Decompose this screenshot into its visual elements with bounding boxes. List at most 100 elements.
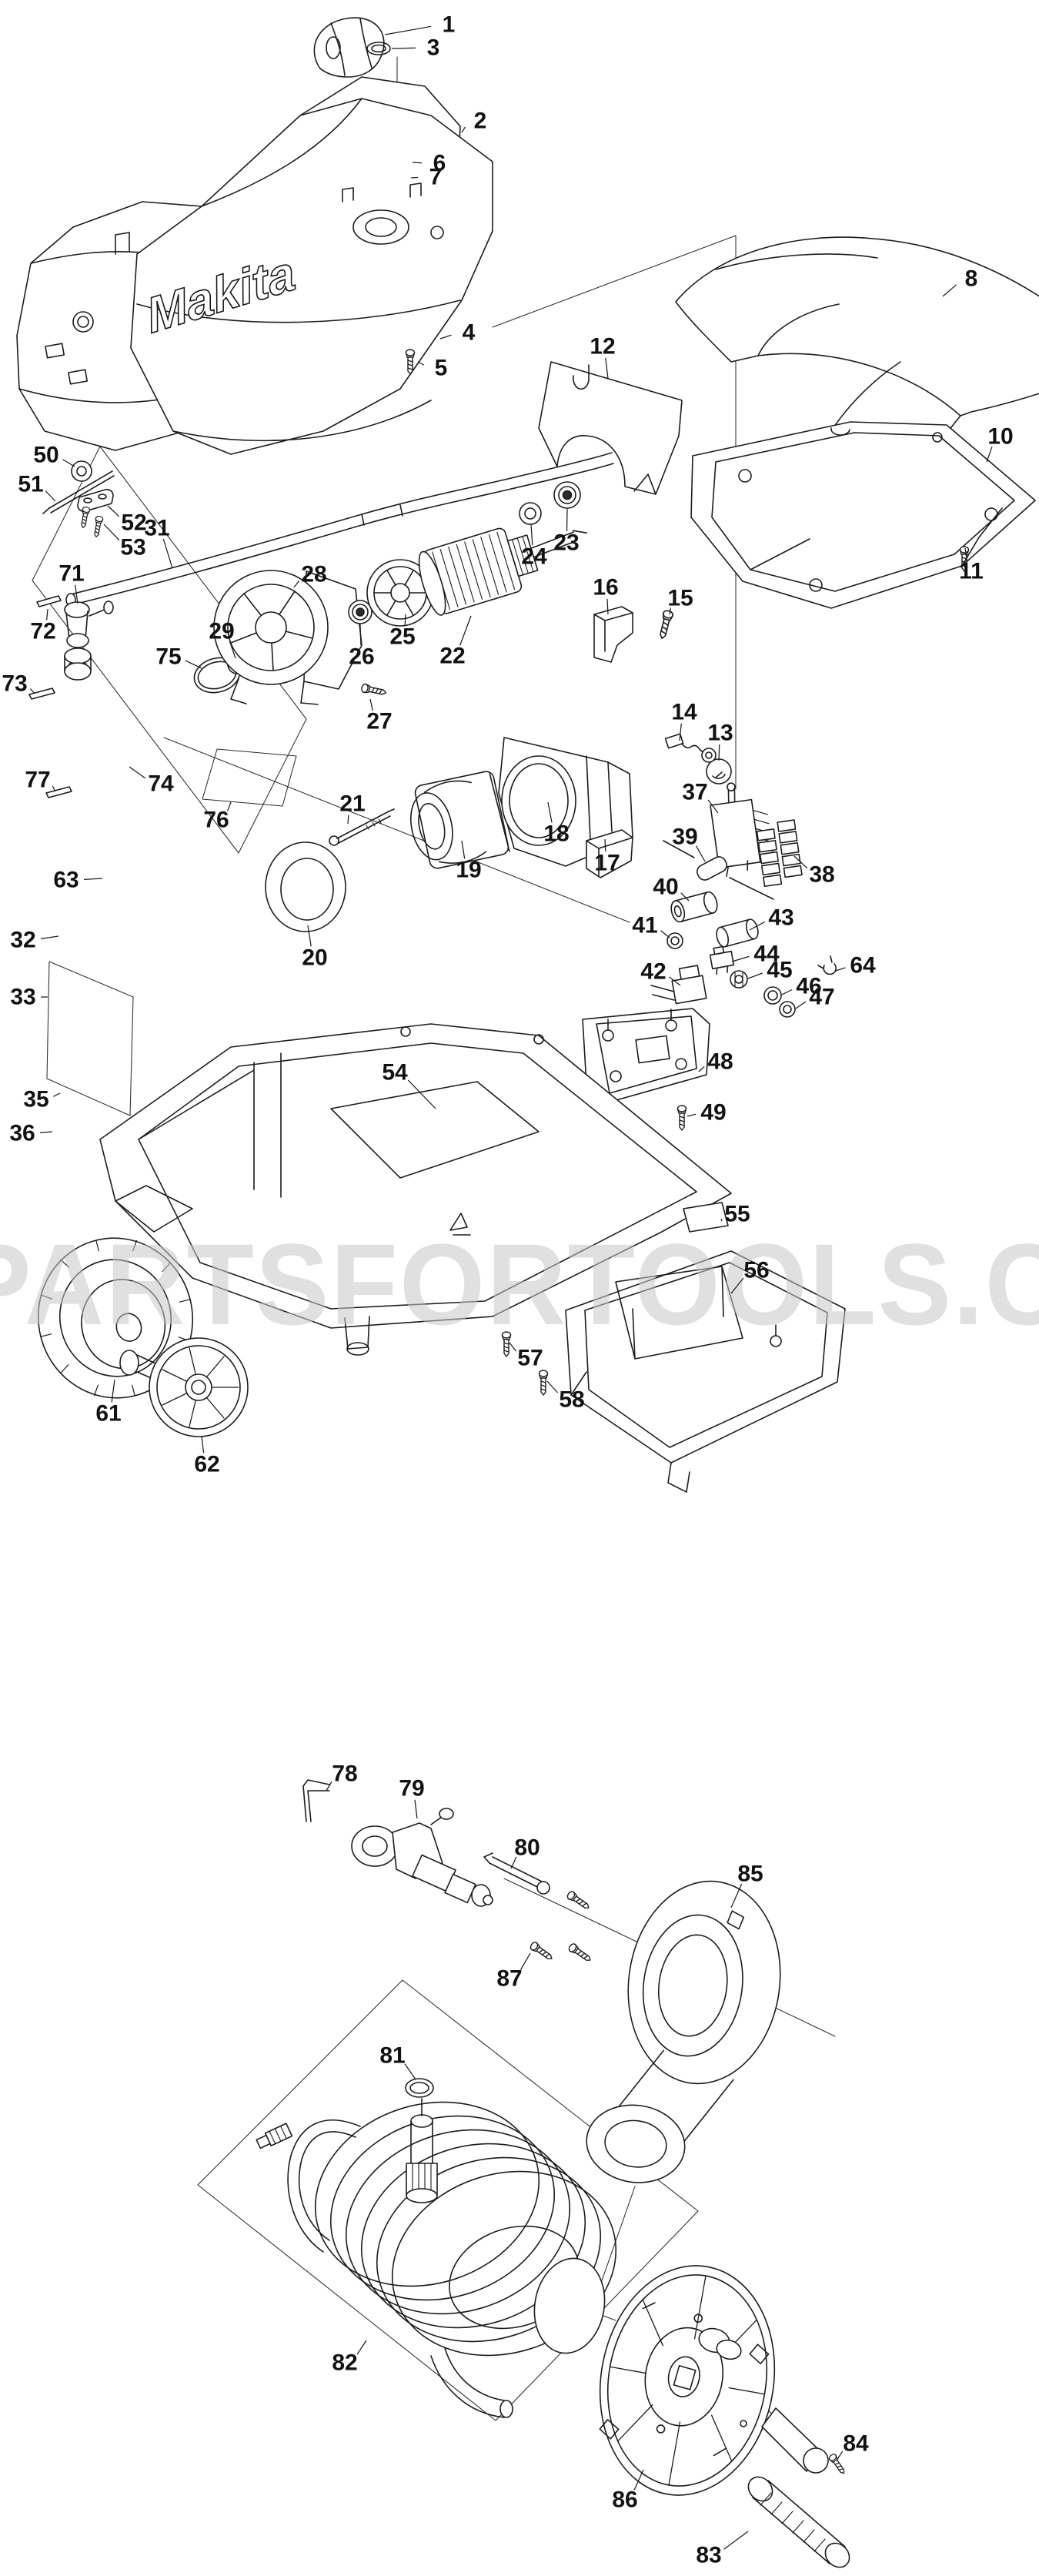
part-label-63: 63	[53, 868, 79, 893]
part-label-58: 58	[559, 1387, 584, 1413]
part-label-52: 52	[121, 510, 146, 536]
part-label-40: 40	[653, 875, 678, 900]
part-leader-10	[986, 446, 993, 463]
part-leader-3	[391, 47, 416, 49]
part-leader-8	[942, 284, 957, 297]
watermark-text: PARTSFORTOOLS.C	[0, 1219, 1039, 1349]
part-52-clamp	[77, 488, 114, 513]
part-label-10: 10	[987, 424, 1013, 450]
part-50-grommet	[71, 460, 92, 482]
part-label-54: 54	[382, 1060, 408, 1086]
part-leader-21	[347, 815, 349, 825]
part-label-18: 18	[543, 821, 569, 847]
part-leader-57	[509, 1342, 517, 1352]
part-label-56: 56	[743, 1258, 769, 1283]
part-12-bracket	[538, 361, 683, 495]
part-44-microswitch	[709, 945, 735, 975]
part-label-22: 22	[439, 644, 465, 669]
part-49-screw	[677, 1105, 687, 1131]
part-31-hose	[65, 452, 614, 607]
part-label-83: 83	[696, 2543, 721, 2568]
part-80-screw-a	[565, 1889, 592, 1912]
part-83-crank-handle	[698, 2327, 850, 2568]
part-leader-27	[369, 698, 373, 711]
part-leader-45	[747, 972, 763, 979]
part-label-44: 44	[753, 942, 780, 967]
part-leader-76	[227, 801, 232, 811]
part-label-84: 84	[843, 2431, 869, 2457]
part-87-screw	[528, 1940, 555, 1963]
part-41-cap	[666, 932, 683, 949]
part-label-25: 25	[389, 624, 415, 650]
part-leader-17	[604, 838, 606, 852]
part-leader-52	[107, 505, 120, 517]
part-53-screw-b	[92, 515, 104, 538]
part-label-85: 85	[737, 1862, 763, 1887]
part-46-cap	[763, 986, 782, 1005]
part-leader-32	[40, 935, 59, 939]
part-51-rod	[42, 470, 115, 514]
part-leader-46	[781, 989, 793, 995]
part-86-drum-end	[533, 2257, 606, 2354]
part-label-12: 12	[590, 334, 615, 360]
part-leader-73	[30, 688, 35, 694]
part-84-screw	[827, 2452, 848, 2477]
part-leader-87	[520, 1952, 531, 1970]
part-label-46: 46	[796, 974, 821, 999]
part-10-frame	[690, 421, 1036, 609]
part-label-49: 49	[700, 1100, 726, 1126]
part-leader-75	[185, 660, 202, 669]
part-label-2: 2	[474, 109, 487, 134]
part-label-36: 36	[9, 1121, 35, 1146]
part-leader-13	[718, 744, 720, 761]
part-leader-84	[836, 2451, 844, 2461]
part-label-87: 87	[496, 1966, 522, 1992]
part-label-47: 47	[809, 985, 834, 1010]
part-leader-44	[731, 955, 750, 962]
part-leader-14	[679, 723, 682, 741]
part-label-32: 32	[10, 928, 35, 953]
part-17-cover	[586, 829, 633, 878]
part-label-38: 38	[809, 862, 834, 888]
part-label-21: 21	[339, 791, 365, 817]
part-54-base-tank	[99, 1023, 732, 1356]
part-leader-43	[749, 921, 765, 931]
part-label-5: 5	[435, 356, 448, 381]
part-label-57: 57	[517, 1346, 543, 1371]
part-leader-35	[52, 1092, 61, 1097]
part-42-relay	[650, 965, 707, 1005]
part-leader-1	[384, 25, 432, 35]
part-label-11: 11	[959, 559, 984, 584]
part-label-55: 55	[724, 1202, 750, 1227]
part-37-switch	[710, 782, 773, 877]
part-leader-4	[439, 334, 452, 340]
part-leader-5	[417, 361, 425, 366]
part-leader-55	[720, 1218, 723, 1222]
part-label-72: 72	[30, 619, 55, 644]
part-leader-86	[633, 2469, 644, 2491]
part-leader-28	[293, 580, 300, 588]
part-27-screw	[360, 682, 388, 698]
part-label-33: 33	[10, 985, 35, 1010]
part-85-reel-flange	[586, 1880, 781, 2183]
part-80-screw-b	[566, 1942, 593, 1965]
part-leader-62	[201, 1436, 205, 1454]
part-leader-74	[129, 766, 146, 779]
part-72-strip	[36, 595, 62, 607]
part-label-13: 13	[707, 721, 733, 746]
part-label-35: 35	[23, 1087, 48, 1112]
part-leader-47	[795, 1001, 807, 1009]
part-label-48: 48	[707, 1049, 733, 1075]
part-label-64: 64	[850, 953, 876, 979]
part-leader-81	[404, 2063, 416, 2080]
part-leader-56	[730, 1277, 744, 1294]
part-label-8: 8	[965, 266, 978, 292]
part-leader-12	[605, 357, 609, 380]
part-label-39: 39	[672, 825, 697, 850]
part-label-43: 43	[768, 905, 793, 931]
part-label-27: 27	[366, 709, 392, 734]
part-label-20: 20	[302, 945, 327, 971]
part-16-brush-holder	[593, 606, 633, 663]
